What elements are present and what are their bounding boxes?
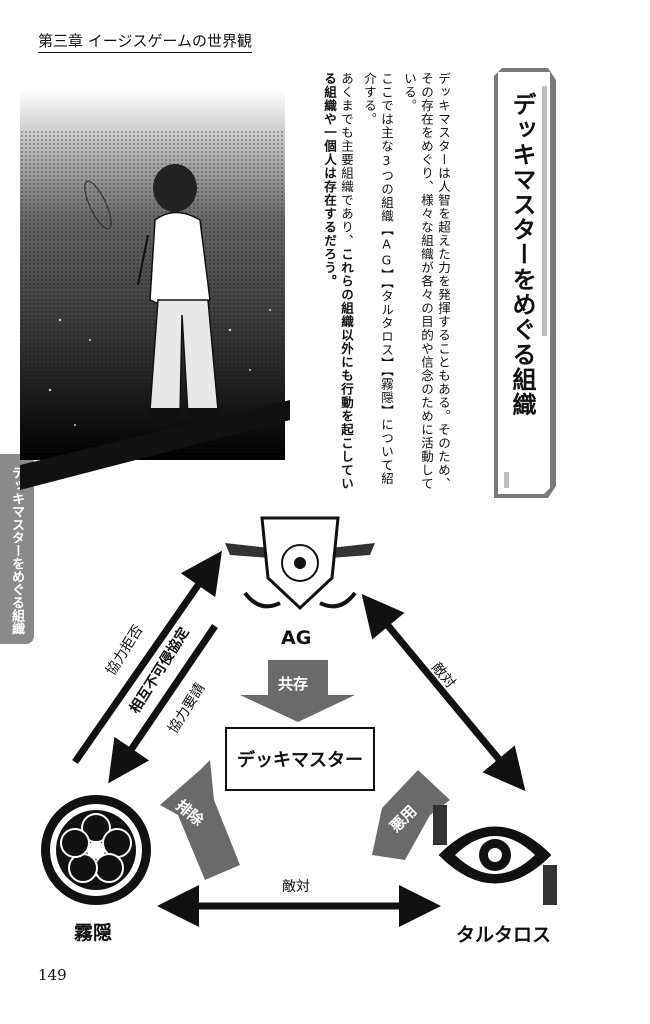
body-paragraph-1: デッキマスターは人智を超えた力を発揮することもある。そのため、その存在をめぐり、… — [402, 72, 451, 491]
coop-request-arrow — [108, 624, 218, 784]
section-title-box: デッキマスターをめぐる組織 — [494, 68, 556, 498]
misuse-arrow — [372, 770, 450, 860]
chapter-header: 第三章 イージスゲームの世界観 — [38, 30, 253, 53]
exclude-arrow — [160, 760, 240, 880]
body-paragraph-3-plain: あくまでも主要組織であり、 — [339, 72, 354, 248]
tartarus-emblem — [433, 805, 557, 905]
coexist-arrow — [240, 660, 355, 722]
character-illustration — [20, 70, 290, 490]
node-label-ag: AG — [281, 627, 312, 649]
body-paragraph-2: ここでは主な3つの組織【AG】【タルタロス】【霧隠】について紹介する。 — [362, 72, 394, 486]
label-hostile-bottom: 敵対 — [282, 879, 310, 895]
organization-diagram — [41, 516, 557, 927]
page-number: 149 — [38, 966, 67, 984]
ag-emblem — [225, 516, 375, 611]
title-frame — [494, 68, 556, 498]
section-title: デッキマスターをめぐる組織 — [508, 92, 536, 417]
node-label-tartarus: タルタロス — [456, 924, 552, 946]
label-coexist: 共存 — [278, 675, 309, 693]
center-box-deck-master: デッキマスター — [225, 727, 375, 791]
kirigakure-emblem — [41, 795, 151, 905]
body-paragraph-3: あくまでも主要組織であり、これらの組織以外にも行動を起こしている組織や一個人は存… — [321, 72, 355, 492]
node-label-kirigakure: 霧隠 — [74, 922, 113, 944]
body-text: デッキマスターは人智を超えた力を発揮することもある。そのため、その存在をめぐり、… — [300, 72, 452, 492]
hostile-arrow-right — [361, 593, 526, 792]
coop-refuse-arrow — [72, 550, 222, 764]
side-tab-label: デッキマスターをめぐる組織 — [9, 466, 24, 635]
body-paragraph-3-bold: これらの組織以外にも行動を起こしている組織や一個人は存在するだろう。 — [322, 72, 354, 491]
